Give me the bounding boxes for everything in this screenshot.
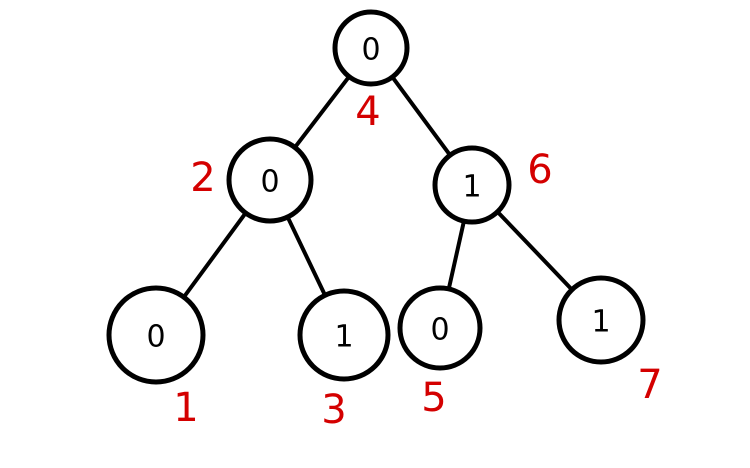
node-index-label-root: 4 (355, 89, 380, 135)
node-circle (432, 145, 512, 225)
tree-node-left: 0 (226, 136, 314, 224)
node-value: 0 (146, 320, 165, 355)
edges (183, 76, 573, 298)
tree-node-right-right: 1 (556, 275, 646, 365)
edge-right-to-right-left (447, 221, 466, 289)
node-index-label-right: 6 (527, 147, 552, 193)
tree-node-left-right: 1 (297, 288, 391, 382)
edge-right-to-right-right (496, 211, 573, 291)
node-circle (226, 136, 314, 224)
node-index-label-left-right: 3 (321, 387, 346, 433)
node-index-label-right-left: 5 (421, 375, 446, 421)
node-circle (297, 288, 391, 382)
node-circle (397, 285, 483, 371)
tree-node-root: 0 (332, 9, 410, 87)
nodes: 0 0 1 0 1 0 1 (106, 9, 646, 385)
node-value: 1 (591, 305, 610, 340)
edge-left-to-left-right (286, 216, 327, 296)
node-value: 1 (462, 170, 481, 205)
node-index-label-right-right: 7 (637, 362, 662, 408)
node-value: 0 (430, 313, 449, 348)
node-value: 0 (361, 33, 380, 68)
index-labels: 4 2 6 1 3 5 7 (173, 89, 662, 433)
edge-root-to-left (294, 76, 350, 148)
node-circle (332, 9, 410, 87)
edge-left-to-left-left (183, 212, 247, 298)
node-value: 1 (334, 320, 353, 355)
tree-node-right-left: 0 (397, 285, 483, 371)
node-circle (106, 285, 206, 385)
node-index-label-left-left: 1 (173, 385, 198, 431)
tree-node-right: 1 (432, 145, 512, 225)
node-index-label-left: 2 (190, 155, 215, 201)
node-circle (556, 275, 646, 365)
tree-node-left-left: 0 (106, 285, 206, 385)
node-value: 0 (260, 165, 279, 200)
edge-root-to-right (391, 76, 451, 156)
